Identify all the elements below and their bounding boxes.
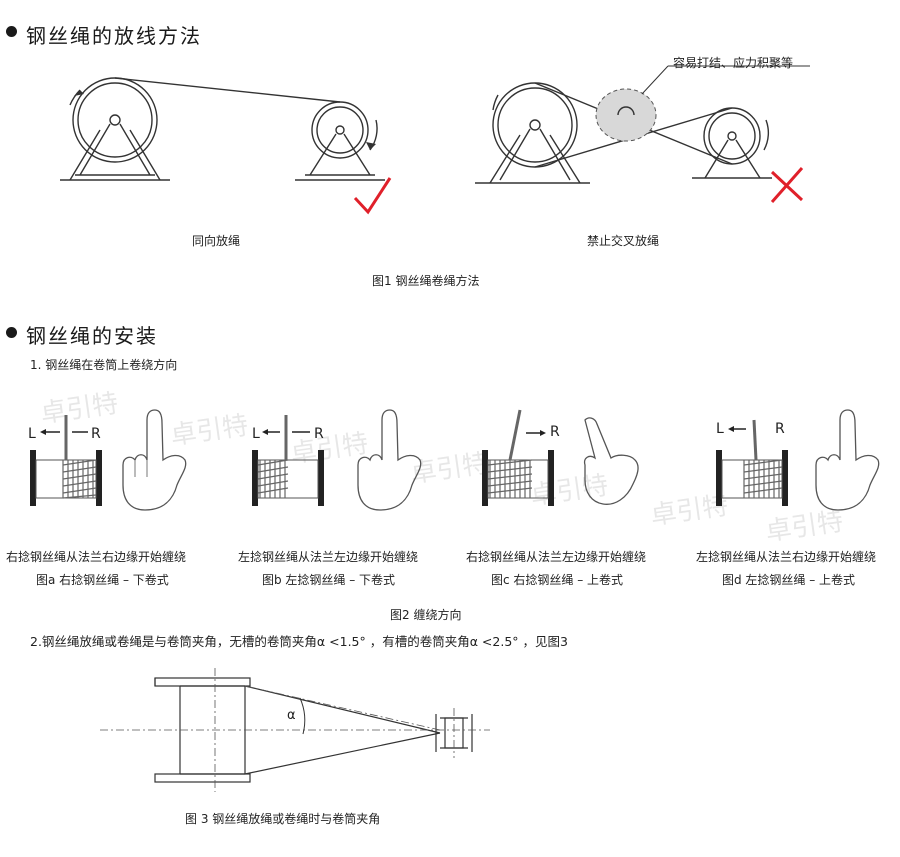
cross-icon xyxy=(770,167,804,203)
fig-a-R: R xyxy=(91,426,101,442)
hand-pointing-icon xyxy=(815,409,880,511)
figure2-caption: 图2 缠绕方向 xyxy=(390,608,462,622)
section2-bullet xyxy=(6,327,17,338)
fig-c-R: R xyxy=(550,424,560,440)
fig-d-caption: 图d 左捻钢丝绳 – 上卷式 xyxy=(722,573,856,587)
callout-text: 容易打结、应力积聚等 xyxy=(673,56,794,70)
alpha-label: α xyxy=(287,708,296,723)
figure-d-drum xyxy=(716,419,788,506)
fig-d-R: R xyxy=(775,421,785,437)
crossed-direction-diagram xyxy=(475,65,810,203)
fig-d-L: L xyxy=(716,421,724,437)
fig-a-caption: 图a 右捻钢丝绳 – 下卷式 xyxy=(36,573,169,587)
hand-pointing-icon xyxy=(357,409,422,511)
figure3-drum-angle xyxy=(100,668,490,792)
fig-b-R: R xyxy=(314,426,324,442)
fig-b-caption: 图b 左捻钢丝绳 – 下卷式 xyxy=(262,573,396,587)
hand-pointing-icon xyxy=(122,409,187,511)
fig-c-caption: 图c 右捻钢丝绳 – 上卷式 xyxy=(491,573,624,587)
section1-title: 钢丝绳的放线方法 xyxy=(26,24,202,48)
check-icon xyxy=(353,177,392,215)
fig-c-desc: 右捻钢丝绳从法兰左边缘开始缠绕 xyxy=(466,550,647,564)
hand-pointing-icon xyxy=(583,417,639,505)
fig-d-desc: 左捻钢丝绳从法兰右边缘开始缠绕 xyxy=(696,550,877,564)
step2-text: 2.钢丝绳放绳或卷绳是与卷筒夹角，无槽的卷筒夹角α <1.5° ，有槽的卷筒夹角… xyxy=(30,634,568,649)
section1-bullet xyxy=(6,26,17,37)
figure-c-drum xyxy=(482,409,554,506)
same-direction-label: 同向放绳 xyxy=(192,234,241,248)
figure1-caption: 图1 钢丝绳卷绳方法 xyxy=(372,274,480,288)
no-cross-label: 禁止交叉放绳 xyxy=(587,234,660,248)
fig-b-L: L xyxy=(252,426,260,442)
figure-a-drum xyxy=(30,415,102,506)
step1-text: 1. 钢丝绳在卷筒上卷绕方向 xyxy=(30,358,178,372)
figure-b-drum xyxy=(252,415,324,506)
fig-a-desc: 右捻钢丝绳从法兰右边缘开始缠绕 xyxy=(6,550,187,564)
section2-title: 钢丝绳的安装 xyxy=(26,324,158,348)
same-direction-diagram xyxy=(60,77,392,215)
fig-b-desc: 左捻钢丝绳从法兰左边缘开始缠绕 xyxy=(238,550,419,564)
figure3-caption: 图 3 钢丝绳放绳或卷绳时与卷筒夹角 xyxy=(185,812,381,826)
fig-a-L: L xyxy=(28,426,36,442)
